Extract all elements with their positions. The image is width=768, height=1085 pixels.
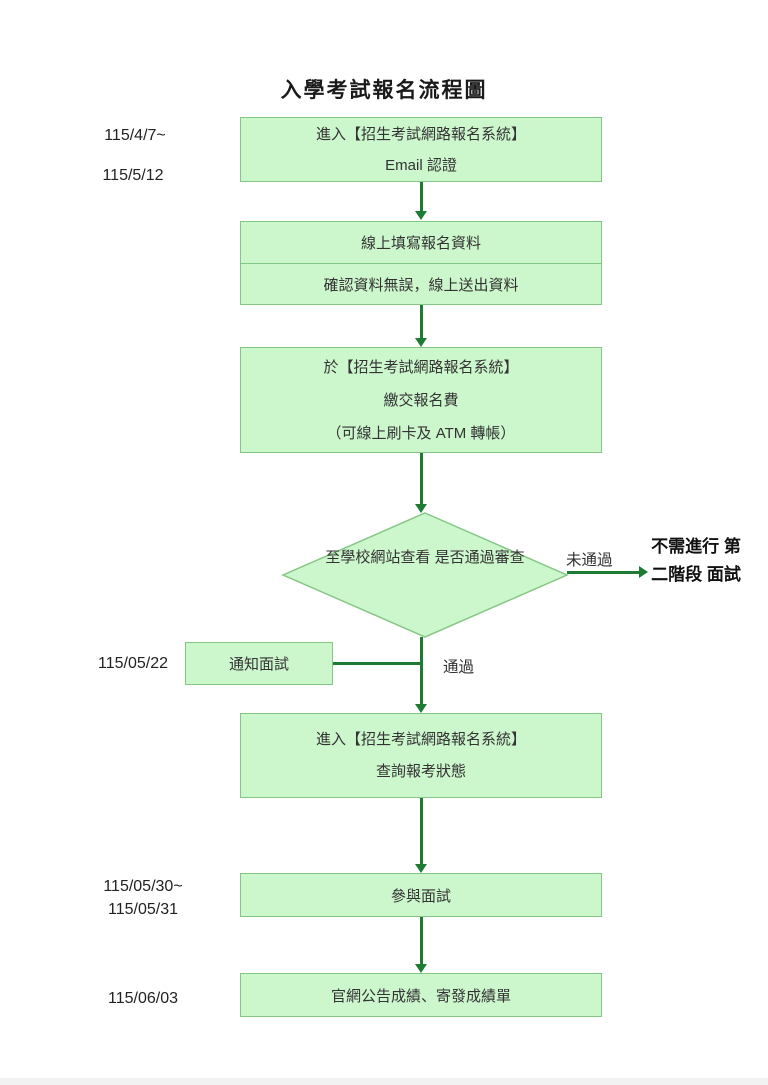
connector-4 [420, 798, 423, 864]
connector-2 [420, 305, 423, 338]
node-decision-line1: 至學校網站查看 [325, 549, 431, 566]
node-check-status-line1: 進入【招生考試網路報名系統】 [315, 730, 526, 748]
note-no-second-stage-line2: 第二階段 [651, 537, 741, 584]
date-interview-start: 115/05/30~ [103, 878, 183, 895]
node-notify-interview: 通知面試 [185, 642, 333, 685]
label-pass: 通過 [443, 659, 475, 676]
page-bottom-edge [0, 1078, 768, 1085]
arrowhead-fail [639, 566, 648, 578]
note-no-second-stage-line1: 不需進行 [651, 537, 720, 556]
page-title: 入學考試報名流程圖 [280, 77, 488, 102]
node-fill-form: 線上填寫報名資料 確認資料無誤，線上送出資料 [240, 221, 602, 305]
node-pay-fee: 於【招生考試網路報名系統】 繳交報名費 （可線上刷卡及 ATM 轉帳） [240, 347, 602, 453]
node-fill-form-row1: 線上填寫報名資料 [360, 235, 481, 252]
connector-5 [420, 917, 423, 964]
label-fail: 未通過 [566, 552, 613, 569]
node-enter-system-line1: 進入【招生考試網路報名系統】 [315, 125, 526, 143]
node-pay-fee-line2: 繳交報名費 [383, 391, 459, 409]
note-no-second-stage-line3: 面試 [706, 565, 741, 584]
node-check-status: 進入【招生考試網路報名系統】 查詢報考狀態 [240, 713, 602, 798]
node-interview: 參與面試 [240, 873, 602, 917]
node-fill-form-row2: 確認資料無誤，線上送出資料 [241, 263, 601, 304]
arrowhead-5 [415, 964, 427, 973]
date-notify: 115/05/22 [98, 655, 168, 672]
node-pay-fee-line1: 於【招生考試網路報名系統】 [323, 358, 519, 376]
connector-notify [333, 662, 421, 665]
node-decision: 至學校網站查看 是否通過審查 [282, 541, 568, 574]
date-registration-end: 115/5/12 [102, 167, 164, 184]
node-results: 官網公告成績、寄發成績單 [240, 973, 602, 1017]
node-enter-system-line2: Email 認證 [385, 156, 457, 174]
connector-3 [420, 453, 423, 504]
note-no-second-stage: 不需進行 第二階段 面試 [648, 533, 744, 589]
arrowhead-pass [415, 704, 427, 713]
node-enter-system: 進入【招生考試網路報名系統】 Email 認證 [240, 117, 602, 182]
arrowhead-4 [415, 864, 427, 873]
date-registration-start: 115/4/7~ [104, 127, 166, 144]
connector-1 [420, 182, 423, 211]
date-results: 115/06/03 [108, 990, 178, 1007]
decision-diamond-shape [281, 512, 569, 638]
date-interview-end: 115/05/31 [108, 901, 178, 918]
node-check-status-line2: 查詢報考狀態 [375, 762, 466, 780]
arrowhead-1 [415, 211, 427, 220]
arrowhead-2 [415, 338, 427, 347]
node-pay-fee-line3: （可線上刷卡及 ATM 轉帳） [326, 424, 516, 442]
connector-pass [420, 637, 423, 704]
connector-fail [567, 571, 639, 574]
arrowhead-3 [415, 504, 427, 513]
node-decision-line2: 是否通過審查 [434, 549, 525, 566]
